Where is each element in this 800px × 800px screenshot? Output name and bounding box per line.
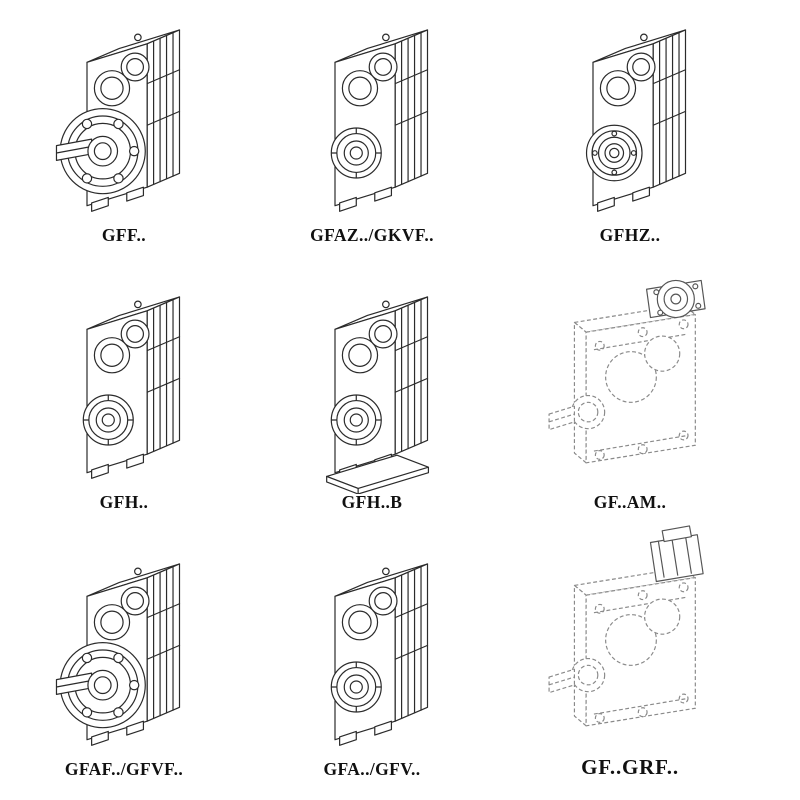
catalog-cell-gff: GFF.. xyxy=(40,16,208,250)
catalog-cell-gfh: GFH.. xyxy=(40,282,208,517)
gearbox-label: GFF.. xyxy=(101,224,147,245)
catalog-cell-gfhz: GFHZ.. xyxy=(536,16,724,250)
drawing-area xyxy=(288,539,456,761)
catalog-cell-gf-grf: GF..GRF.. xyxy=(536,549,724,784)
drawing-area xyxy=(40,539,208,761)
gearbox-label: GFAF../GFVF.. xyxy=(64,758,184,779)
catalog-cell-gfh-b: GFH..B xyxy=(288,282,456,517)
gearbox-label: GFA../GFV.. xyxy=(323,758,421,779)
gearbox-shrink-disc-icon xyxy=(546,5,714,227)
gearbox-label: GFAZ../GKVF.. xyxy=(310,224,434,245)
drawing-area xyxy=(40,5,208,227)
gearbox-flange-shaft-icon xyxy=(40,539,208,761)
gearbox-label: GF..AM.. xyxy=(593,491,667,512)
gearbox-iec-adapter-icon xyxy=(536,260,724,494)
gearbox-hollow-shaft-icon xyxy=(40,272,208,494)
gearbox-label: GFH..B xyxy=(341,491,403,512)
gearbox-label: GFHZ.. xyxy=(599,224,661,245)
drawing-area xyxy=(536,260,724,494)
gearbox-flange-shaft-icon xyxy=(40,5,208,227)
catalog-cell-gfa-gfv: GFA../GFV.. xyxy=(288,549,456,784)
gearbox-gear-adapter-icon xyxy=(536,523,724,757)
drawing-area xyxy=(536,5,724,227)
drawing-area xyxy=(288,5,456,227)
gearbox-baseplate-icon xyxy=(288,272,456,494)
drawing-area xyxy=(536,523,724,757)
drawing-area xyxy=(40,272,208,494)
gearbox-label: GF..GRF.. xyxy=(581,755,679,779)
catalog-cell-gfaf-gfvf: GFAF../GFVF.. xyxy=(40,549,208,784)
catalog-cell-gfaz-gkvf: GFAZ../GKVF.. xyxy=(288,16,456,250)
gearbox-label: GFH.. xyxy=(99,491,149,512)
catalog-cell-gf-am: GF..AM.. xyxy=(536,282,724,517)
gearbox-hollow-shaft-icon xyxy=(288,539,456,761)
drawing-area xyxy=(288,272,456,494)
gearbox-hollow-shaft-icon xyxy=(288,5,456,227)
